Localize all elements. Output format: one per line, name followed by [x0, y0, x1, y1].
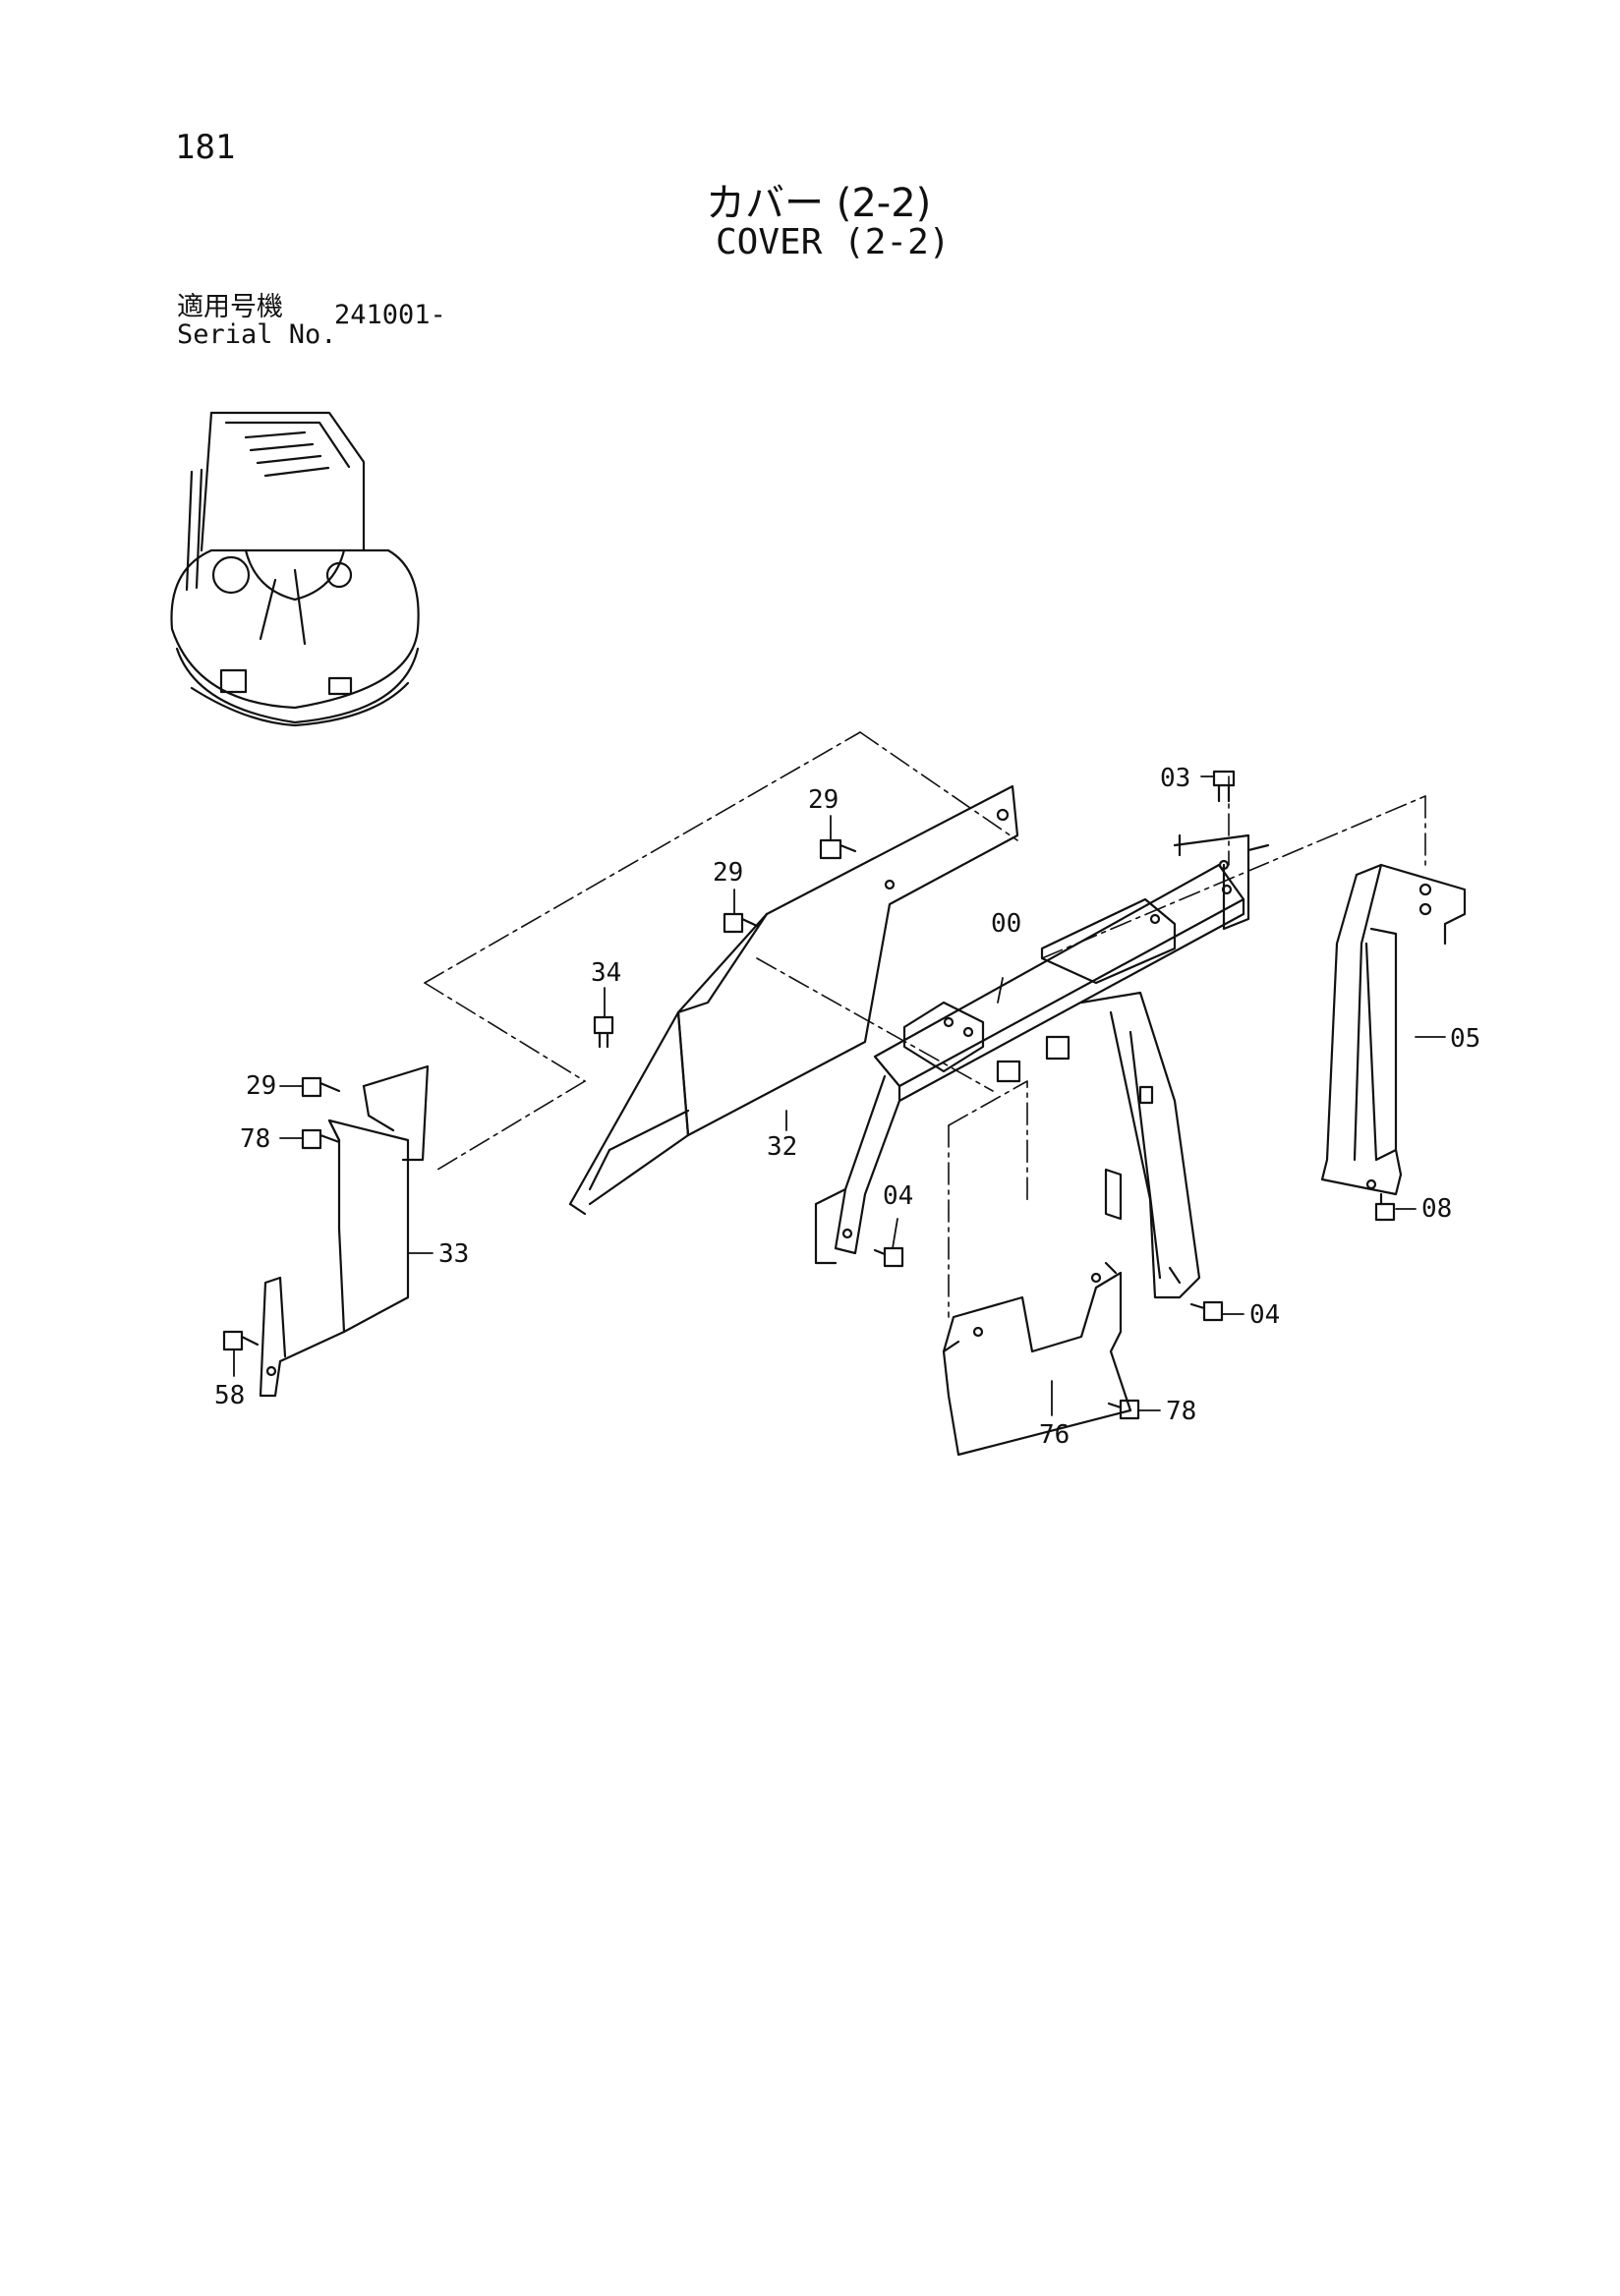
callout-03: 03	[1160, 764, 1190, 793]
bolt-78-right-icon	[1107, 1399, 1140, 1420]
bolt-29-upper-icon	[819, 838, 857, 860]
callout-78-left: 78	[240, 1124, 270, 1154]
callout-33: 33	[438, 1239, 469, 1269]
main-frame-part-00	[814, 833, 1270, 1299]
callout-00: 00	[991, 909, 1021, 939]
bolt-04-right-icon	[1189, 1300, 1224, 1322]
callout-32: 32	[767, 1132, 797, 1162]
callout-08: 08	[1421, 1194, 1452, 1224]
bolt-08-icon	[1374, 1192, 1396, 1222]
bolt-04-left-icon	[873, 1246, 904, 1268]
bracket-part-33	[259, 1064, 430, 1398]
page-title-japanese: カバー (2-2)	[706, 181, 932, 226]
callout-04-right: 04	[1249, 1300, 1280, 1330]
bolt-29-left-icon	[301, 1076, 341, 1098]
bolt-34-icon	[593, 1015, 614, 1049]
leader-lines	[233, 775, 1446, 1416]
page-number: 181	[175, 128, 236, 167]
callout-29-left: 29	[246, 1071, 276, 1101]
bolt-58-icon	[222, 1330, 260, 1351]
machine-overview-illustration	[170, 411, 420, 727]
callout-05: 05	[1450, 1024, 1480, 1054]
bolt-03-icon	[1212, 770, 1236, 803]
bolts	[222, 770, 1396, 1420]
callout-29-upper: 29	[808, 785, 839, 815]
assembly-guide-lines	[424, 731, 1426, 1318]
serial-label-english: Serial No.	[177, 319, 337, 350]
callout-58: 58	[214, 1381, 245, 1410]
callout-labels: 03 29 29 00 34 05 29 78 32 04 08 33 04 5…	[214, 764, 1480, 1450]
bolt-29-middle-icon	[723, 912, 759, 934]
bracket-part-05	[1320, 863, 1467, 1196]
plate-part-76	[942, 1261, 1132, 1457]
callout-04-left: 04	[883, 1181, 913, 1211]
callout-78-right: 78	[1166, 1397, 1196, 1426]
bolt-78-left-icon	[301, 1128, 341, 1150]
serial-label-japanese: 適用号機	[177, 292, 283, 322]
callout-29-middle: 29	[713, 858, 743, 888]
callout-76: 76	[1039, 1420, 1070, 1450]
page-title-english: COVER (2-2)	[716, 222, 951, 262]
serial-number-value: 241001-	[334, 300, 446, 330]
cover-plate-part-32	[568, 784, 1019, 1216]
callout-34: 34	[591, 958, 621, 988]
